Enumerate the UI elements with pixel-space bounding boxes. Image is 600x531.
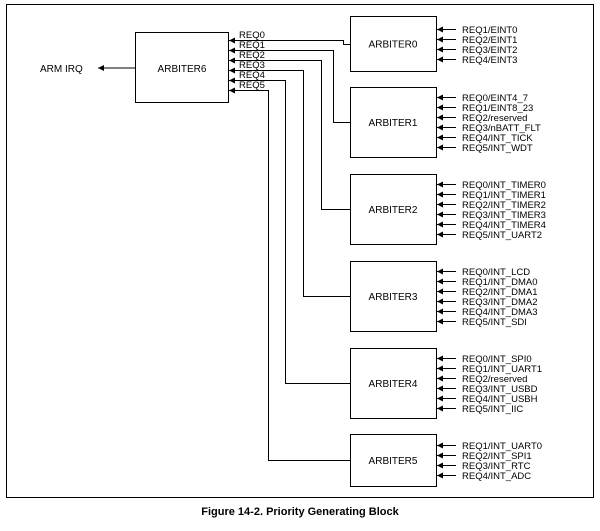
arbiter3-label: ARBITER3 xyxy=(369,292,418,303)
wire-req5 xyxy=(237,90,350,461)
wire-req3 xyxy=(237,70,350,297)
wire-req2 xyxy=(237,60,350,210)
arbiter2: ARBITER2REQ0/INT_TIMER0REQ1/INT_TIMER1RE… xyxy=(350,174,546,245)
input-label-req4-int-timer4: REQ4/INT_TIMER4 xyxy=(462,220,546,231)
wire-req4 xyxy=(237,80,350,384)
arbiter4-box xyxy=(350,348,437,419)
arbiter1: ARBITER1 REQ0/EINT4_7REQ1/EINT8_23REQ2/re… xyxy=(350,87,541,158)
input-label-req3-nbatt-flt: REQ3/nBATT_FLT xyxy=(462,123,541,134)
figure-caption: Figure 14-2. Priority Generating Block xyxy=(201,506,399,518)
input-label-req2-reserved: REQ2/reserved xyxy=(462,113,527,124)
arbiter4-label: ARBITER4 xyxy=(369,379,418,390)
input-label-req2-reserved: REQ2/reserved xyxy=(462,374,527,385)
input-label-req5-int-wdt: REQ5/INT_WDT xyxy=(462,143,533,154)
wire-req0 xyxy=(237,40,350,45)
input-label-req4-int-tick: REQ4/INT_TICK xyxy=(462,133,533,144)
input-label-req3-int-usbd: REQ3/INT_USBD xyxy=(462,384,538,395)
arbiter6-box xyxy=(135,32,229,103)
arbiter2-label: ARBITER2 xyxy=(369,205,418,216)
arbiter5-box xyxy=(350,434,437,487)
input-label-req4-int-usbh: REQ4/INT_USBH xyxy=(462,394,538,405)
req-label-req2: REQ2 xyxy=(239,50,265,61)
arbiter0-label: ARBITER0 xyxy=(369,40,418,51)
input-label-req2-int-timer2: REQ2/INT_TIMER2 xyxy=(462,200,546,211)
req-label-req3: REQ3 xyxy=(239,60,265,71)
input-label-req3-eint2: REQ3/EINT2 xyxy=(462,45,517,56)
diagram-frame xyxy=(6,4,594,498)
input-label-req0-eint4-7: REQ0/EINT4_7 xyxy=(462,93,528,104)
input-label-req4-int-adc: REQ4/INT_ADC xyxy=(462,471,531,482)
arbiter1-box xyxy=(350,87,437,158)
input-label-req1-int-timer1: REQ1/INT_TIMER1 xyxy=(462,190,546,201)
input-label-req4-int-dma3: REQ4/INT_DMA3 xyxy=(462,307,538,318)
input-label-req0-int-lcd: REQ0/INT_LCD xyxy=(462,267,530,278)
input-label-req2-int-spi1: REQ2/INT_SPI1 xyxy=(462,451,532,462)
input-label-req1-eint8-23: REQ1/EINT8_23 xyxy=(462,103,533,114)
input-label-req1-int-uart1: REQ1/INT_UART1 xyxy=(462,364,542,375)
input-label-req2-eint1: REQ2/EINT1 xyxy=(462,35,517,46)
arbiter1-label: ARBITER1 xyxy=(369,118,418,129)
arbiter5: ARBITER5 REQ1/INT_UART0REQ2/INT_SPI1REQ3/… xyxy=(350,434,542,487)
input-label-req3-int-rtc: REQ3/INT_RTC xyxy=(462,461,531,472)
input-label-req5-int-iic: REQ5/INT_IIC xyxy=(462,404,523,415)
arbiter0-box xyxy=(350,16,437,72)
arbiter3-box xyxy=(350,261,437,332)
connection-wires xyxy=(229,37,350,461)
input-label-req2-int-dma1: REQ2/INT_DMA1 xyxy=(462,287,538,298)
arbiter3: ARBITER3 REQ0/INT_LCDREQ1/INT_DMA0REQ2/IN… xyxy=(350,261,538,332)
input-label-req1-int-dma0: REQ1/INT_DMA0 xyxy=(462,277,538,288)
input-label-req0-int-spi0: REQ0/INT_SPI0 xyxy=(462,354,532,365)
req-label-req0: REQ0 xyxy=(239,30,265,41)
input-label-req5-int-uart2: REQ5/INT_UART2 xyxy=(462,230,542,241)
req-label-req4: REQ4 xyxy=(239,70,265,81)
arbiter0: ARBITER0 REQ1/EINT0REQ2/EINT1REQ3/EINT2RE… xyxy=(350,16,517,72)
input-label-req3-int-dma2: REQ3/INT_DMA2 xyxy=(462,297,538,308)
arbiter5-label: ARBITER5 xyxy=(369,456,418,467)
req-label-req5: REQ5 xyxy=(239,80,265,91)
arbiter4: ARBITER4 REQ0/INT_SPI0REQ1/INT_UART1REQ2/… xyxy=(350,348,542,419)
input-label-req1-int-uart0: REQ1/INT_UART0 xyxy=(462,441,542,452)
input-label-req5-int-sdi: REQ5/INT_SDI xyxy=(462,317,527,328)
arbiter6-label: ARBITER6 xyxy=(158,64,207,75)
input-label-req1-eint0: REQ1/EINT0 xyxy=(462,25,517,36)
req-label-req1: REQ1 xyxy=(239,40,265,51)
input-label-req4-eint3: REQ4/EINT3 xyxy=(462,55,517,66)
input-label-req3-int-timer3: REQ3/INT_TIMER3 xyxy=(462,210,546,221)
wire-req1 xyxy=(237,50,350,123)
input-label-req0-int-timer0: REQ0/INT_TIMER0 xyxy=(462,180,546,191)
arbiter2-box xyxy=(350,174,437,245)
arm-irq-label: ARM IRQ xyxy=(40,64,83,75)
sub-arbiters: ARBITER0REQ1/EINT0REQ2/EINT1REQ3/EINT2RE… xyxy=(350,16,546,487)
